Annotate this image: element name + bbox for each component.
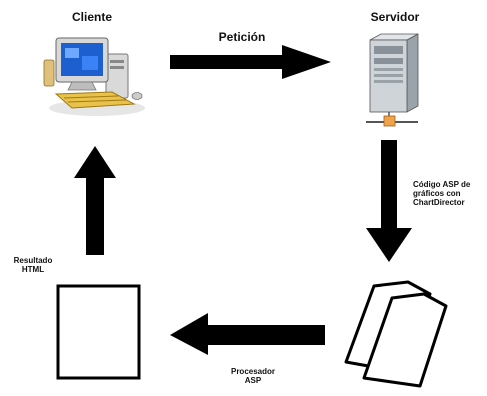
processor-label: Procesador ASP [218,367,288,385]
documents-icon [344,280,448,388]
result-label: Resultado HTML [4,256,62,274]
computer-icon [43,37,145,116]
request-arrow-shape [170,45,331,79]
server-label: Servidor [370,10,420,24]
server-icon [366,33,419,127]
processor-label-line1: Procesador [230,367,276,376]
code-label-line3: ChartDirector [413,198,465,208]
code-arrow-shape [366,140,412,262]
blank-page-icon [56,284,141,380]
code-label: Código ASP de gráficos con ChartDirector [413,180,487,208]
client-label: Cliente [71,10,112,24]
result-label-line2: HTML [21,265,45,275]
processor-arrow-shape [170,313,325,355]
result-label-line1: Resultado [13,256,53,265]
code-label-line2: gráficos con [413,189,461,199]
processor-label-line2: ASP [244,376,262,386]
result-arrow-shape [74,146,116,255]
code-label-line1: Código ASP de [413,180,471,189]
request-label: Petición [218,30,266,44]
